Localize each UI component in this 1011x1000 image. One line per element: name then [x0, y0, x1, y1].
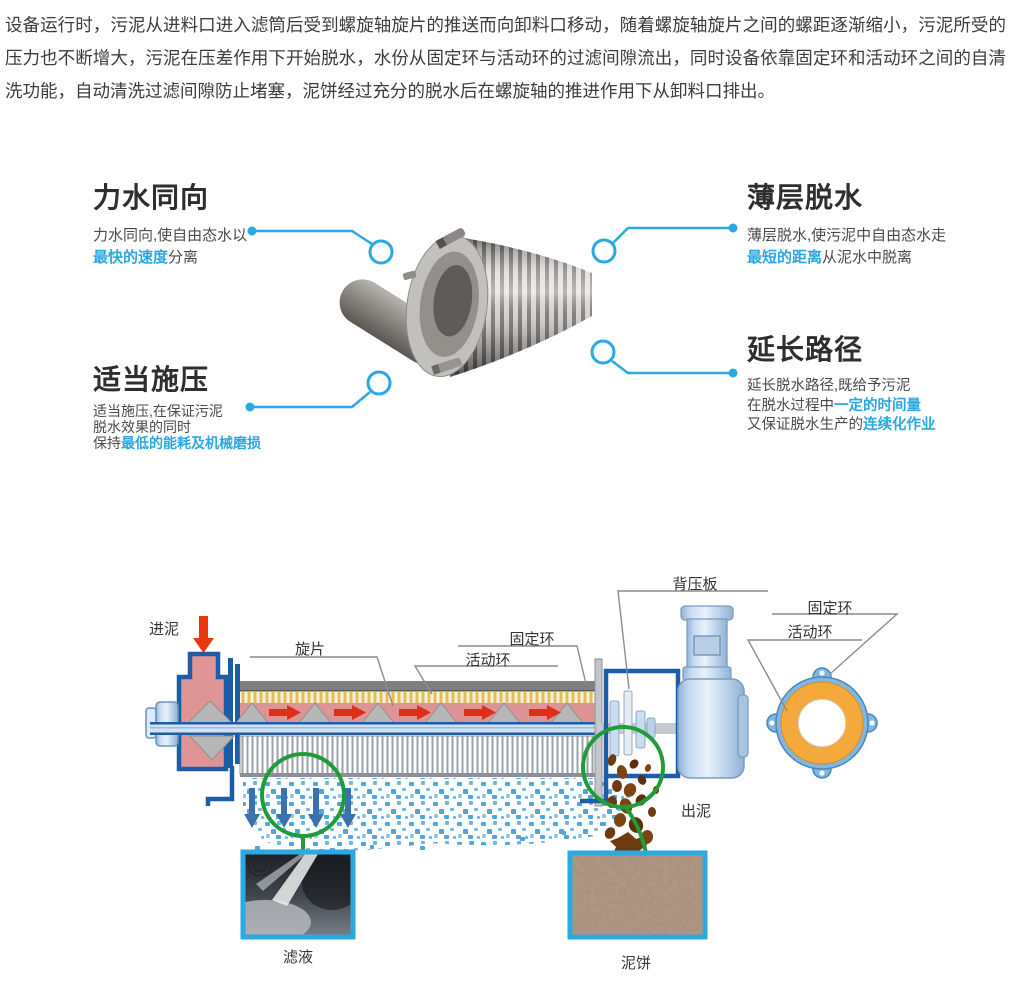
machine-photo [339, 228, 592, 378]
label-moving-ring: 活动环 [465, 653, 511, 669]
drum-bolts [402, 228, 466, 375]
label-filtrate: 滤液 [282, 950, 313, 966]
water-flow-arrows [244, 788, 356, 828]
label-back-plate: 背压板 [672, 577, 718, 593]
label-ring-moving: 活动环 [787, 625, 833, 641]
callout-line-top-right [591, 223, 738, 264]
feature-title: 薄层脱水 [747, 182, 864, 213]
ring-detail [766, 667, 878, 779]
feature-top-right: 薄层脱水 薄层脱水,使污泥中自由态水走 最短的距离从泥水中脱离 [747, 176, 1003, 268]
ring-lug-holes [769, 670, 875, 776]
feed-arrow [193, 616, 214, 653]
label-feed: 进泥 [148, 622, 179, 638]
callout-line-top-left [247, 226, 394, 265]
sludge-particles [604, 754, 659, 864]
callout-line-bottom-right [590, 339, 738, 378]
label-fixed-ring: 固定环 [509, 632, 555, 648]
feature-top-left: 力水同向 力水同向,使自由态水以 最快的速度分离 [93, 176, 349, 268]
label-discharge: 出泥 [680, 804, 711, 820]
callout-connectors [245, 223, 738, 412]
process-diagram [145, 590, 899, 940]
cake-link-line [623, 804, 648, 854]
water-droplets [243, 778, 634, 852]
feature-title: 延长路径 [747, 334, 864, 365]
label-ring-fixed: 固定环 [807, 601, 853, 617]
intro-paragraph: 设备运行时，污泥从进料口进入滤筒后受到螺旋轴旋片的推送而向卸料口移动，随着螺旋轴… [5, 15, 1006, 101]
screw-shaft [150, 722, 598, 735]
feature-body: 薄层脱水,使污泥中自由态水走 最短的距离从泥水中脱离 [747, 227, 947, 266]
label-cake: 泥饼 [620, 956, 651, 972]
drive-motor [677, 605, 749, 779]
feature-body: 力水同向,使自由态水以 最快的速度分离 [93, 227, 248, 266]
filtrate-photo [240, 849, 356, 940]
back-pressure-assembly [609, 690, 656, 757]
label-blade: 旋片 [294, 642, 325, 658]
callout-line-bottom-left [245, 370, 392, 412]
label-leader-lines [250, 590, 899, 712]
feature-body: 延长脱水路径,既给予污泥 在脱水过程中一定的时间量 又保证脱水生产的连续化作业 [747, 378, 936, 433]
feature-body: 适当施压,在保证污泥 脱水效果的同时 保持最低的能耗及机械磨损 [93, 403, 261, 451]
highlight-circle-cake [581, 725, 665, 809]
feature-title: 力水同向 [93, 182, 210, 213]
screw-flights [186, 700, 585, 761]
feature-bottom-right: 延长路径 延长脱水路径,既给予污泥 在脱水过程中一定的时间量 又保证脱水生产的连… [747, 328, 1003, 436]
feature-bottom-left: 适当施压 适当施压,在保证污泥 脱水效果的同时 保持最低的能耗及机械磨损 [93, 358, 349, 451]
feature-title: 适当施压 [93, 364, 210, 395]
flow-arrows [269, 705, 561, 720]
cake-photo [567, 850, 708, 940]
